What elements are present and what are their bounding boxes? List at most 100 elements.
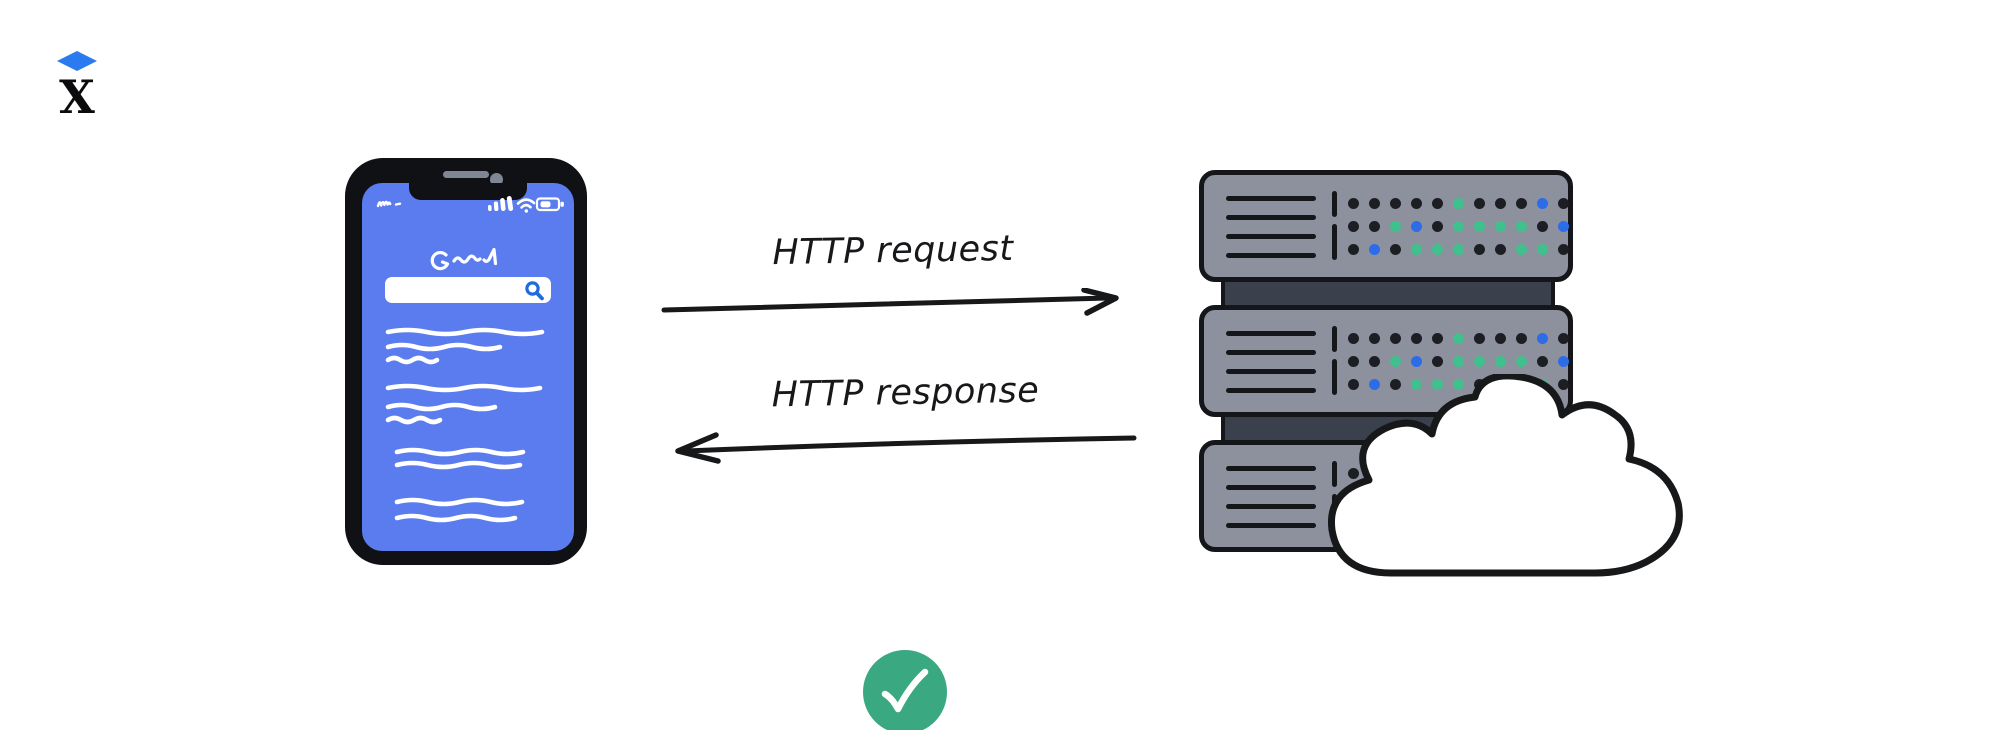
search-results-scribble [385, 327, 545, 523]
led-dot [1537, 333, 1548, 344]
led-dot [1558, 379, 1569, 390]
led-dot [1537, 198, 1548, 209]
carrier-scribble-icon [376, 200, 402, 208]
logo-letter: X [59, 70, 95, 124]
led-dot [1390, 221, 1401, 232]
led-dot [1474, 356, 1485, 367]
led-dot [1495, 244, 1506, 255]
led-dot [1411, 356, 1422, 367]
led-dot [1348, 333, 1359, 344]
led-row [1348, 244, 1569, 255]
led-dot [1348, 198, 1359, 209]
led-row [1348, 198, 1569, 209]
led-row [1348, 356, 1569, 367]
server-vents [1226, 196, 1316, 272]
led-dot [1390, 333, 1401, 344]
request-label: HTTP request [772, 228, 1014, 274]
response-label: HTTP response [771, 370, 1040, 416]
brand-logo: X [55, 50, 99, 124]
battery-icon [535, 197, 564, 212]
led-grid [1348, 198, 1569, 267]
check-icon [881, 668, 929, 713]
led-dot [1495, 221, 1506, 232]
led-dot [1411, 333, 1422, 344]
led-dot [1369, 244, 1380, 255]
server-divider [1332, 326, 1337, 395]
led-dot [1348, 356, 1359, 367]
led-dot [1495, 333, 1506, 344]
logo-diamond-icon [57, 51, 97, 71]
led-dot [1432, 379, 1443, 390]
server-divider [1332, 191, 1337, 260]
phone-camera [490, 173, 503, 186]
led-dot [1516, 198, 1527, 209]
result-line [385, 383, 543, 393]
result-line [394, 497, 525, 507]
request-arrow [661, 288, 1119, 316]
search-icon [525, 281, 544, 301]
led-dot [1474, 198, 1485, 209]
result-line [394, 447, 526, 457]
led-dot [1558, 333, 1569, 344]
led-dot [1474, 244, 1485, 255]
result-line [385, 342, 503, 352]
phone-notch [409, 183, 527, 200]
result-line [394, 513, 518, 523]
status-bar [376, 196, 564, 213]
led-dot [1348, 244, 1359, 255]
led-dot [1558, 356, 1569, 367]
led-dot [1558, 198, 1569, 209]
led-dot [1390, 198, 1401, 209]
result-line [385, 402, 498, 412]
cloud-icon [1327, 374, 1683, 577]
led-dot [1558, 221, 1569, 232]
led-dot [1432, 244, 1443, 255]
signal-icon [487, 196, 514, 212]
led-dot [1474, 333, 1485, 344]
led-dot [1453, 356, 1464, 367]
led-dot [1474, 221, 1485, 232]
led-dot [1369, 198, 1380, 209]
led-dot [1411, 379, 1422, 390]
phone-speaker [443, 171, 489, 178]
result-line [385, 327, 545, 337]
led-dot [1411, 221, 1422, 232]
led-dot [1516, 244, 1527, 255]
led-dot [1432, 356, 1443, 367]
led-dot [1369, 356, 1380, 367]
led-dot [1558, 244, 1569, 255]
led-dot [1348, 379, 1359, 390]
wifi-icon [516, 198, 536, 213]
result-line [385, 355, 440, 365]
led-row [1348, 333, 1569, 344]
led-dot [1390, 244, 1401, 255]
success-badge [858, 645, 952, 730]
led-dot [1537, 221, 1548, 232]
search-input [385, 277, 551, 303]
led-dot [1432, 333, 1443, 344]
search-engine-logo-scribble [430, 247, 498, 271]
led-dot [1495, 356, 1506, 367]
led-dot [1495, 198, 1506, 209]
response-arrow [675, 432, 1137, 464]
led-dot [1453, 379, 1464, 390]
led-dot [1453, 198, 1464, 209]
result-line [385, 415, 443, 425]
led-dot [1432, 198, 1443, 209]
led-dot [1453, 221, 1464, 232]
led-dot [1390, 356, 1401, 367]
led-dot [1369, 333, 1380, 344]
led-dot [1453, 333, 1464, 344]
server-unit [1199, 170, 1573, 282]
led-dot [1369, 379, 1380, 390]
server-vents [1226, 331, 1316, 407]
led-dot [1453, 244, 1464, 255]
led-dot [1516, 356, 1527, 367]
led-dot [1348, 221, 1359, 232]
server-vents [1226, 466, 1316, 542]
led-dot [1390, 379, 1401, 390]
phone-screen [362, 183, 574, 551]
led-dot [1411, 198, 1422, 209]
led-dot [1369, 221, 1380, 232]
